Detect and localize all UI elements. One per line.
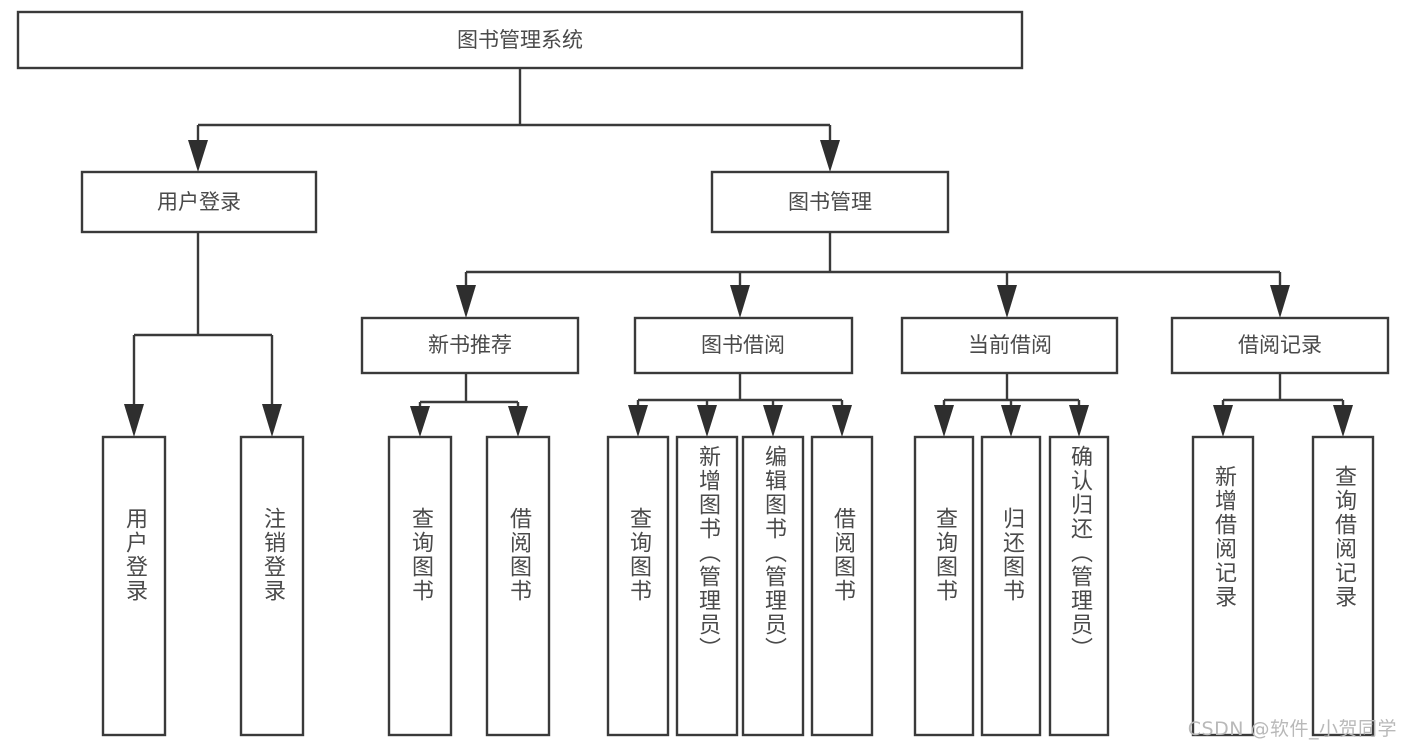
arrow-head-current-borrow [997, 285, 1017, 318]
arrow-head-new-book-recommend [456, 285, 476, 318]
node-leaf-query-record[interactable] [1311, 435, 1375, 737]
node-leaf-logout[interactable] [239, 435, 305, 737]
arrow-head-leaf-add-record [1213, 405, 1233, 437]
arrow-head-leaf-user-login [124, 404, 144, 437]
node-leaf-borrow-book-2[interactable] [810, 435, 874, 737]
arrow-head-leaf-query-record [1333, 405, 1353, 437]
arrow-head-leaf-confirm-return [1069, 405, 1089, 437]
node-leaf-add-book[interactable] [675, 435, 739, 737]
arrow-head-book-borrow [730, 285, 750, 318]
arrow-head-leaf-query-book-3 [934, 405, 954, 437]
node-root-system-label: 图书管理系统 [457, 28, 583, 52]
arrow-head-leaf-add-book [697, 405, 717, 437]
node-leaf-return-book[interactable] [980, 435, 1042, 737]
node-book-borrow[interactable] [633, 316, 854, 375]
node-layer: 图书管理系统 用户登录 图书管理 新书推荐 图书借阅 当前借阅 借阅记录 [16, 10, 1390, 737]
node-leaf-user-login[interactable] [101, 435, 167, 737]
arrow-head-leaf-borrow-book-2 [832, 405, 852, 437]
node-leaf-query-book-2[interactable] [606, 435, 670, 737]
node-root-system[interactable] [16, 10, 1024, 70]
node-book-borrow-label: 图书借阅 [701, 333, 785, 357]
node-borrow-record[interactable] [1170, 316, 1390, 375]
node-borrow-record-label: 借阅记录 [1238, 333, 1322, 357]
node-leaf-edit-book[interactable] [741, 435, 805, 737]
node-leaf-borrow-book-1[interactable] [485, 435, 551, 737]
node-leaf-confirm-return[interactable] [1048, 435, 1110, 737]
arrow-head-book-mgmt [820, 140, 840, 172]
node-new-book-recommend[interactable] [360, 316, 580, 375]
node-book-management[interactable] [710, 170, 950, 234]
arrow-head-leaf-borrow-book-1 [508, 406, 528, 437]
watermark-csdn: CSDN @软件_小贺同学 [1187, 718, 1397, 740]
arrow-head-leaf-return-book [1001, 405, 1021, 437]
arrow-head-borrow-record [1270, 285, 1290, 318]
node-leaf-add-record[interactable] [1191, 435, 1255, 737]
node-new-book-recommend-label: 新书推荐 [428, 333, 512, 357]
node-leaf-query-book-3[interactable] [913, 435, 975, 737]
arrow-head-leaf-query-book-1 [410, 406, 430, 437]
arrow-head-leaf-logout [262, 404, 282, 437]
node-current-borrow[interactable] [900, 316, 1119, 375]
node-user-login[interactable] [80, 170, 318, 234]
arrow-head-leaf-edit-book [763, 405, 783, 437]
node-user-login-label: 用户登录 [157, 190, 241, 214]
connector-layer [124, 68, 1353, 437]
node-leaf-query-book-1[interactable] [387, 435, 453, 737]
arrow-head-user-login [188, 140, 208, 172]
arrow-head-leaf-query-book-2 [628, 405, 648, 437]
node-current-borrow-label: 当前借阅 [968, 333, 1052, 357]
node-book-management-label: 图书管理 [788, 190, 872, 214]
